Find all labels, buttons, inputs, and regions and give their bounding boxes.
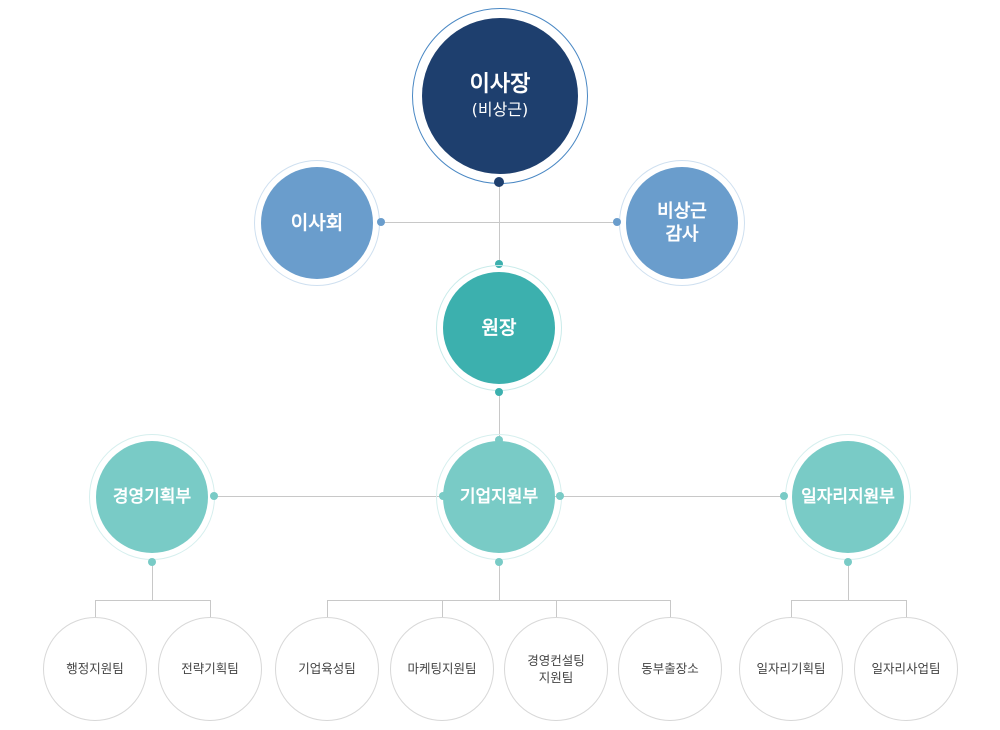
connector-dot xyxy=(439,492,447,500)
connector-dot xyxy=(780,492,788,500)
line-team-drop xyxy=(210,600,211,618)
line-dept1-bar xyxy=(95,600,211,601)
board-node: 이사회 xyxy=(261,167,373,279)
team-node: 일자리기획팀 xyxy=(739,617,843,721)
chairman-subtitle: (비상근) xyxy=(471,99,529,119)
connector-dot xyxy=(494,177,504,187)
team-label: 기업육성팀 xyxy=(298,661,356,677)
line-team-drop xyxy=(670,600,671,618)
line-team-drop xyxy=(327,600,328,618)
connector-dot xyxy=(377,218,385,226)
line-chairman-to-director xyxy=(499,182,500,264)
connector-dot xyxy=(495,388,503,396)
chairman-title: 이사장 xyxy=(469,72,531,98)
line-dept1-down xyxy=(152,562,153,600)
team-label: 마케팅지원팀 xyxy=(407,661,477,677)
line-team-drop xyxy=(906,600,907,618)
connector-dot xyxy=(613,218,621,226)
department-node-business-support: 기업지원부 xyxy=(443,441,555,553)
team-label: 행정지원팀 xyxy=(66,661,124,677)
team-label: 일자리사업팀 xyxy=(871,661,941,677)
line-dept3-bar xyxy=(791,600,907,601)
department-node-jobs-support: 일자리지원부 xyxy=(792,441,904,553)
department-label: 일자리지원부 xyxy=(801,486,895,507)
line-dept3-down xyxy=(848,562,849,600)
team-node: 마케팅지원팀 xyxy=(390,617,494,721)
connector-dot xyxy=(210,492,218,500)
line-director-to-dept xyxy=(499,392,500,440)
team-label: 전략기획팀 xyxy=(181,661,239,677)
line-team-drop xyxy=(442,600,443,618)
team-node: 일자리사업팀 xyxy=(854,617,958,721)
director-node: 원장 xyxy=(443,272,555,384)
connector-dot xyxy=(495,558,503,566)
line-team-drop xyxy=(556,600,557,618)
team-label: 일자리기획팀 xyxy=(756,661,826,677)
team-label: 경영컨설팅 xyxy=(527,652,585,668)
department-node-management: 경영기획부 xyxy=(96,441,208,553)
team-node: 기업육성팀 xyxy=(275,617,379,721)
chairman-node: 이사장 (비상근) xyxy=(422,18,578,174)
line-dept2-down xyxy=(499,562,500,600)
department-label: 경영기획부 xyxy=(112,486,192,507)
team-node: 전략기획팀 xyxy=(158,617,262,721)
director-label: 원장 xyxy=(481,316,517,339)
team-node: 행정지원팀 xyxy=(43,617,147,721)
board-label: 이사회 xyxy=(290,211,344,234)
auditor-line2: 감사 xyxy=(665,224,699,245)
auditor-line1: 비상근 xyxy=(657,200,707,222)
department-label: 기업지원부 xyxy=(459,486,539,507)
team-node: 동부출장소 xyxy=(618,617,722,721)
connector-dot xyxy=(556,492,564,500)
team-node: 경영컨설팅 지원팀 xyxy=(504,617,608,721)
line-dept2-bar xyxy=(327,600,671,601)
team-label: 동부출장소 xyxy=(641,661,699,677)
connector-dot xyxy=(495,260,503,268)
auditor-node: 비상근 감사 xyxy=(626,167,738,279)
connector-dot xyxy=(148,558,156,566)
team-label: 지원팀 xyxy=(538,670,574,685)
line-team-drop xyxy=(95,600,96,618)
connector-dot xyxy=(844,558,852,566)
line-board-to-auditor xyxy=(381,222,617,223)
line-team-drop xyxy=(791,600,792,618)
